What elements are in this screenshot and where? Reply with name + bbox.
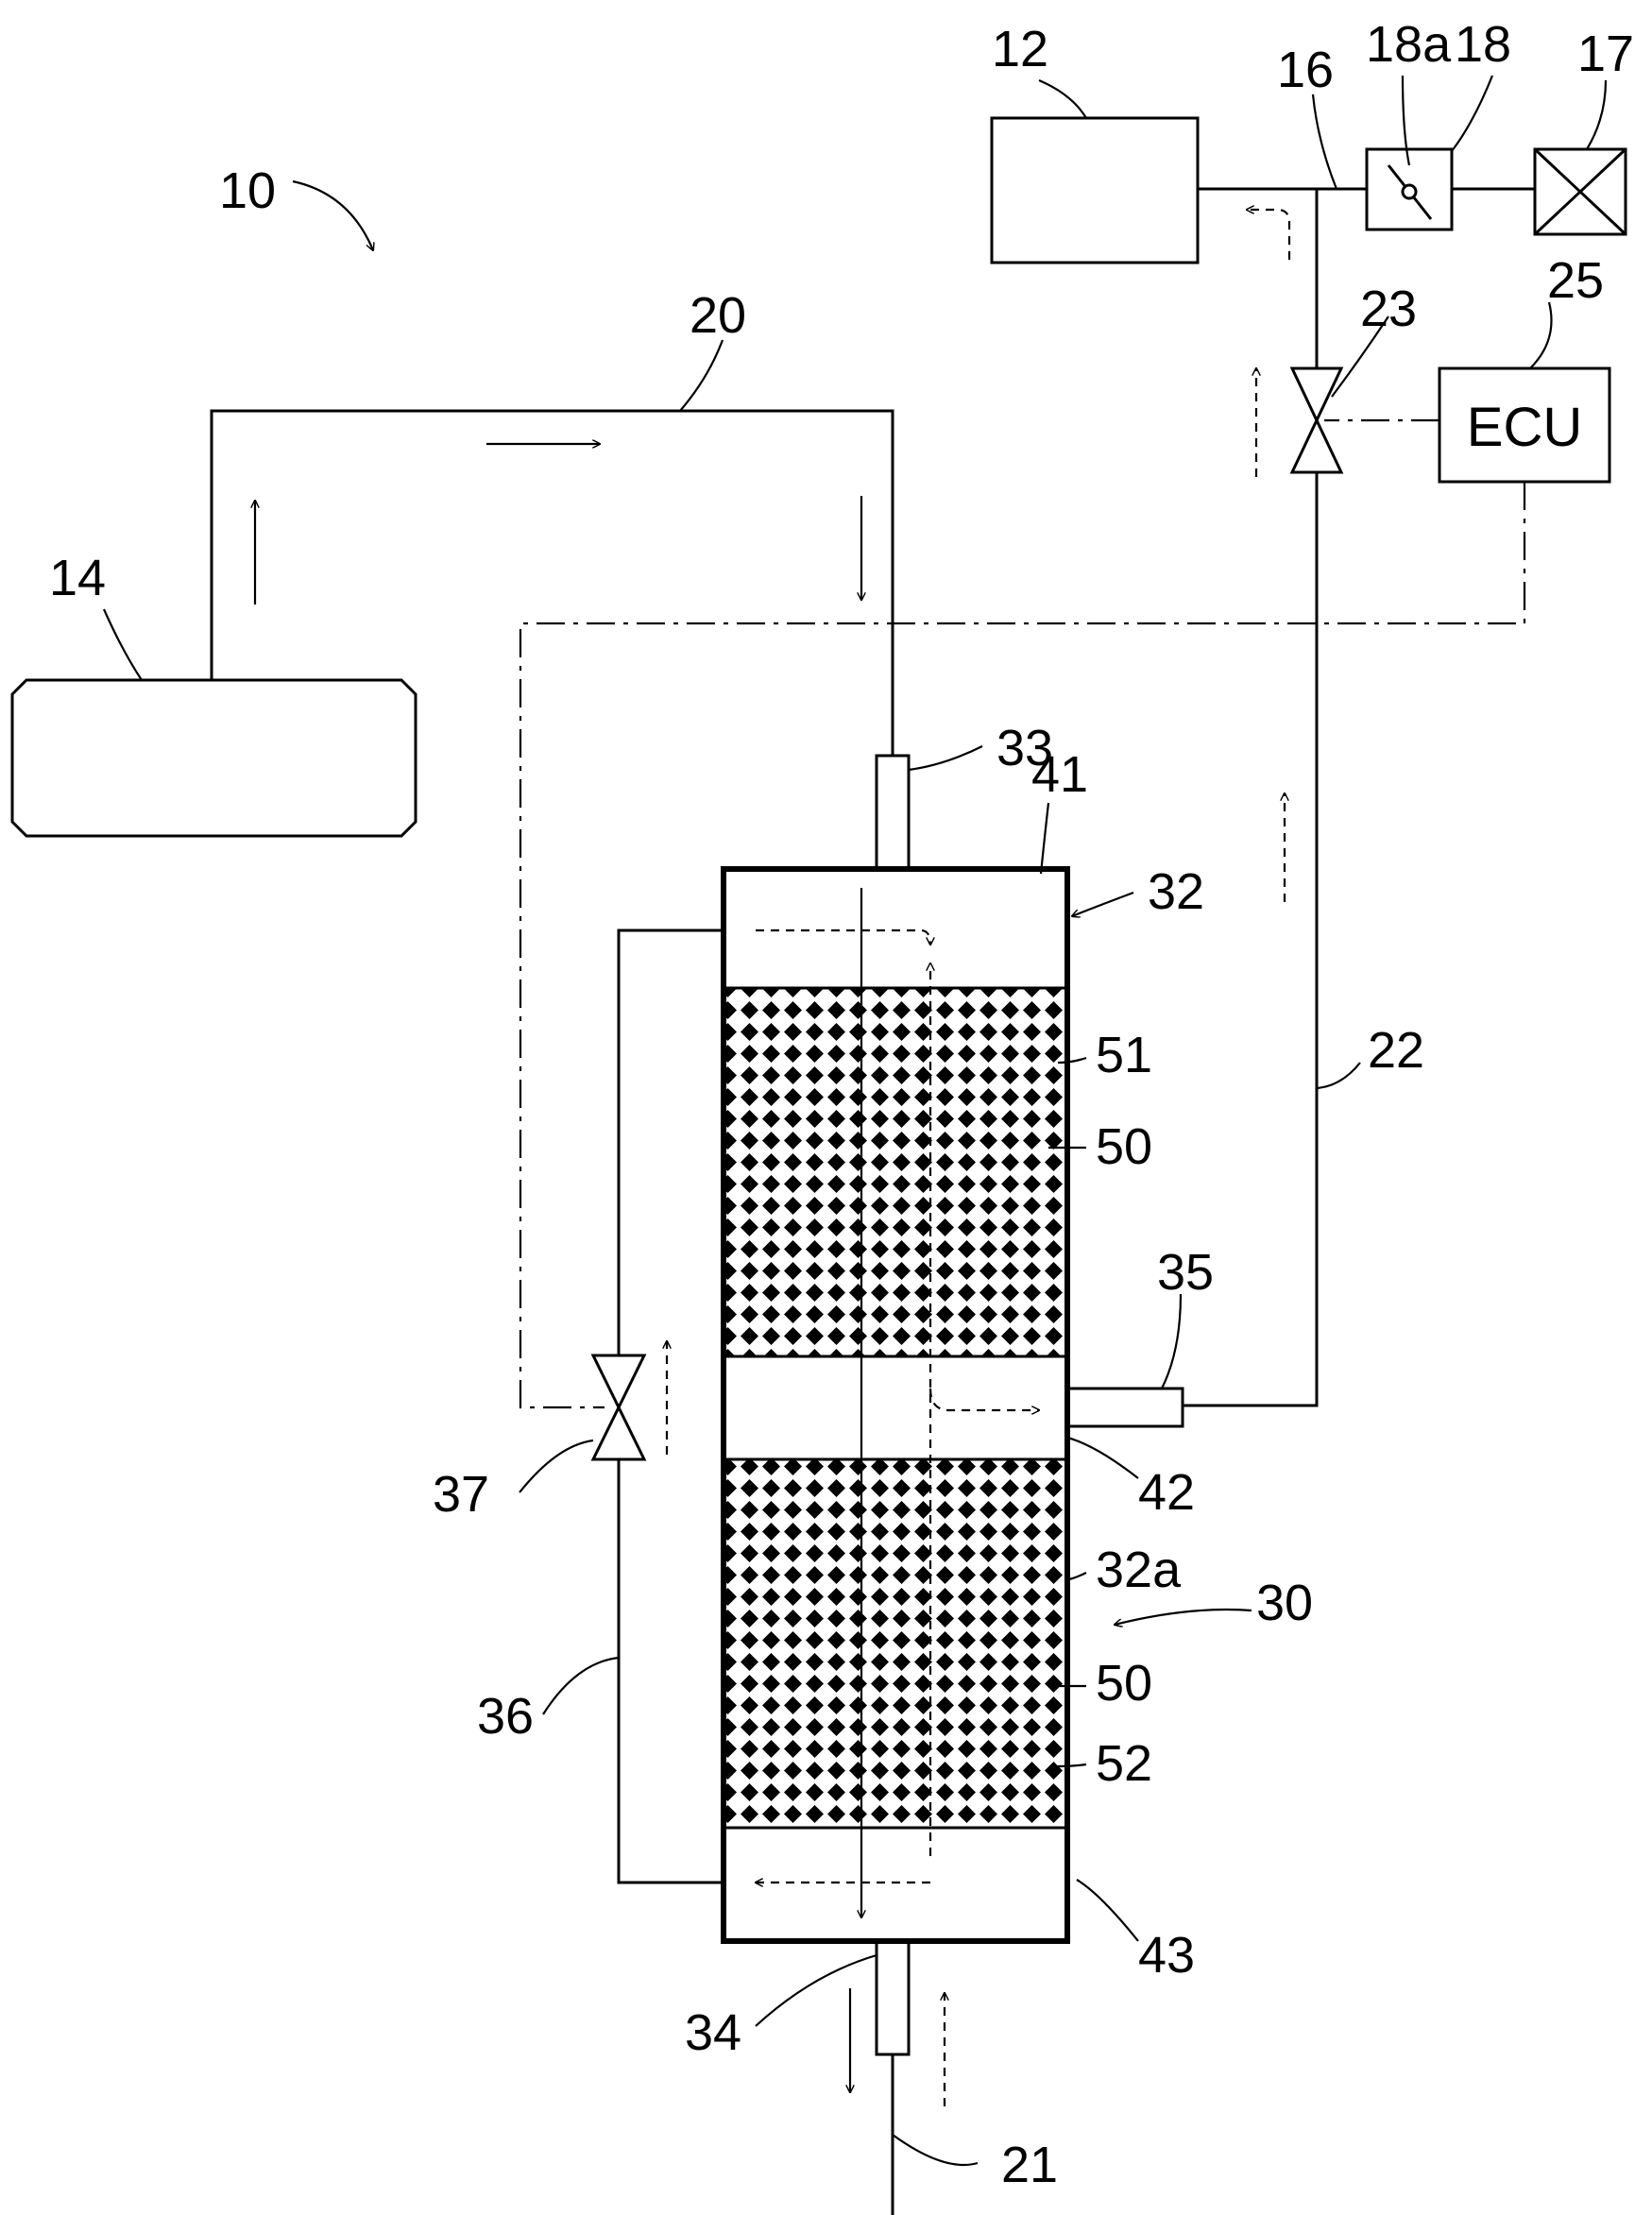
- adsorbent-bed-51: [724, 988, 1067, 1356]
- port-35: [1065, 1387, 1184, 1428]
- leader-18a: [1401, 75, 1411, 166]
- leader-42: [1066, 1436, 1139, 1479]
- ref-12: 12: [992, 21, 1048, 77]
- flow-arrow-dashed: [756, 929, 930, 945]
- throttle-18: [1365, 147, 1454, 231]
- valve-37: [590, 1354, 647, 1461]
- ref-10: 10: [219, 162, 276, 219]
- pipe-20: [210, 409, 894, 756]
- leader-20: [679, 339, 724, 412]
- ref-23: 23: [1360, 281, 1417, 337]
- leader-41: [1039, 802, 1050, 875]
- port-33: [875, 754, 911, 871]
- adsorbent-bed-52: [724, 1459, 1067, 1828]
- leader-34: [755, 1953, 877, 2027]
- leader-25: [1529, 301, 1553, 369]
- ref-14: 14: [49, 550, 106, 606]
- leader-17: [1586, 79, 1608, 150]
- ref-41: 41: [1031, 746, 1088, 803]
- ref-16: 16: [1277, 42, 1334, 98]
- ref-18: 18: [1455, 16, 1511, 73]
- valve-23: [1289, 366, 1344, 474]
- box-12: [990, 116, 1200, 264]
- ref-30: 30: [1256, 1575, 1313, 1631]
- pipe-22: [1183, 472, 1319, 1407]
- leader-43: [1076, 1879, 1139, 1942]
- ref-25: 25: [1547, 252, 1604, 309]
- canister-30: [721, 866, 1070, 1944]
- leader-35: [1161, 1293, 1183, 1389]
- ref-34: 34: [685, 2004, 741, 2061]
- leader-22: [1316, 1062, 1361, 1090]
- leader-37: [519, 1439, 594, 1493]
- ref-32: 32: [1148, 863, 1204, 920]
- bypass-pipe-36: [617, 929, 724, 1355]
- flow-arrow-dashed: [928, 1388, 1039, 1410]
- ref-50a: 50: [1096, 1118, 1152, 1175]
- throttle-pivot: [1401, 183, 1418, 200]
- leader-32: [1072, 891, 1134, 916]
- filter-17-cross: [1533, 147, 1627, 236]
- ref-32a: 32a: [1096, 1542, 1182, 1598]
- leader-14: [102, 608, 143, 681]
- filter-17: [1533, 147, 1627, 236]
- leader-10: [292, 179, 373, 250]
- bypass-pipe-36-lower: [617, 1459, 724, 1884]
- ref-37: 37: [433, 1466, 489, 1523]
- leader-16: [1311, 94, 1338, 190]
- ref-35: 35: [1157, 1244, 1214, 1301]
- ref-51: 51: [1096, 1027, 1152, 1083]
- ref-43: 43: [1138, 1927, 1195, 1984]
- ref-18a: 18a: [1366, 16, 1452, 73]
- leader-18: [1451, 75, 1494, 152]
- ref-42: 42: [1138, 1464, 1195, 1521]
- ref-52: 52: [1096, 1735, 1152, 1792]
- tank-14: [10, 678, 417, 838]
- port-34: [875, 1939, 911, 2056]
- leader-32a: [1068, 1572, 1087, 1581]
- ref-22: 22: [1368, 1022, 1424, 1079]
- ecu-label: ECU: [1467, 397, 1582, 458]
- ref-36: 36: [477, 1688, 534, 1745]
- signal-line-ecu-to-37: [519, 482, 1526, 1409]
- leader-30: [1115, 1608, 1252, 1625]
- leader-12: [1038, 78, 1087, 119]
- ref-33: 33: [996, 720, 1053, 776]
- ref-17: 17: [1577, 26, 1634, 82]
- leader-36: [542, 1656, 620, 1715]
- leader-21: [892, 2134, 979, 2167]
- leader-33: [908, 745, 983, 772]
- flow-arrow-dashed: [1247, 210, 1291, 260]
- ref-50b: 50: [1096, 1655, 1152, 1712]
- leader-23: [1331, 315, 1389, 398]
- leader-51: [1057, 1056, 1087, 1065]
- ref-21: 21: [1001, 2137, 1058, 2193]
- leader-52: [1057, 1763, 1087, 1768]
- ref-20: 20: [690, 287, 746, 344]
